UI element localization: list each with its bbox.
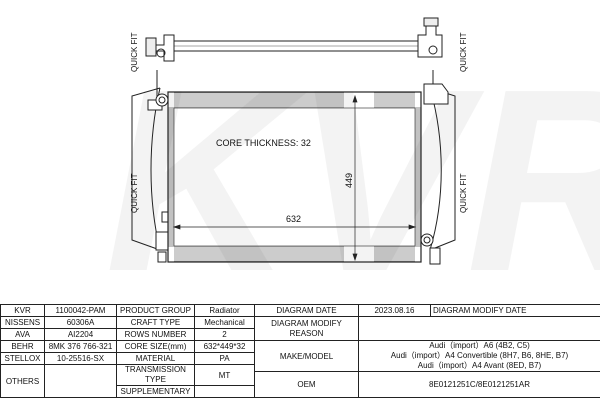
- width-dimension: 632: [286, 214, 301, 224]
- brand-others: OTHERS: [0, 364, 45, 398]
- make-model-label: MAKE/MODEL: [254, 340, 359, 372]
- ava-value: AI2204: [44, 328, 117, 341]
- diagram-date-label: DIAGRAM DATE: [254, 304, 359, 317]
- radiator-core: [167, 91, 422, 263]
- radiator-diagram: KVR: [105, 17, 600, 302]
- nissens-value: 60306A: [44, 316, 117, 329]
- supplementary-label: SUPPLEMENTARY: [116, 385, 195, 398]
- brand-ava: AVA: [0, 328, 45, 341]
- material-value: PA: [194, 352, 255, 365]
- transmission-type-label: TRANSMISSION TYPE: [116, 364, 195, 386]
- oem-value: 8E0121251C/8E0121251AR: [358, 371, 600, 398]
- rows-number-label: ROWS NUMBER: [116, 328, 195, 341]
- dimension-lines: [172, 94, 417, 262]
- kvr-value: 1100042-PAM: [44, 304, 117, 317]
- core-thickness-note: CORE THICKNESS: 32: [216, 138, 311, 148]
- brand-stellox: STELLOX: [0, 352, 45, 365]
- diagram-modify-date-label: DIAGRAM MODIFY DATE: [430, 304, 600, 317]
- craft-type-label: CRAFT TYPE: [116, 316, 195, 329]
- quick-fit-label-mid-right: QUICK FIT: [459, 173, 468, 213]
- material-label: MATERIAL: [116, 352, 195, 365]
- make-model-list: Audi（import）A6 (4B2, C5) Audi（import）A4 …: [358, 340, 600, 372]
- others-value: [44, 364, 117, 398]
- kvr-label: KVR: [0, 304, 45, 317]
- diagram-modify-reason-value: [358, 316, 600, 341]
- right-header-fins: [415, 107, 421, 247]
- diagram-modify-reason-label: DIAGRAM MODIFY REASON: [254, 316, 359, 341]
- core-size-value: 632*449*32: [194, 340, 255, 353]
- behr-value: 8MK 376 766-321: [44, 340, 117, 353]
- craft-type-value: Mechanical: [194, 316, 255, 329]
- top-pipe: [145, 17, 443, 62]
- oem-label: OEM: [254, 371, 359, 398]
- spec-table: KVR 1100042-PAM PRODUCT GROUP Radiator D…: [0, 304, 600, 398]
- stellox-value: 10-25516-SX: [44, 352, 117, 365]
- quick-fit-label-top-left: QUICK FIT: [130, 32, 139, 72]
- left-header-fins: [168, 107, 174, 247]
- quick-fit-label-top-right: QUICK FIT: [459, 32, 468, 72]
- brand-nissens: NISSENS: [0, 316, 45, 329]
- quick-fit-label-mid-left: QUICK FIT: [130, 173, 139, 213]
- height-dimension: 449: [344, 173, 354, 188]
- supplementary-value: [194, 385, 255, 398]
- product-group-value: Radiator: [194, 304, 255, 317]
- rows-number-value: 2: [194, 328, 255, 341]
- bottom-header-fins: [174, 246, 415, 262]
- make-model-item: Audi（import）A4 Convertible (8H7, B6, 8HE…: [390, 351, 569, 360]
- diagram-date-value: 2023.08.16: [358, 304, 431, 317]
- core-size-label: CORE SIZE(mm): [116, 340, 195, 353]
- make-model-item: Audi（import）A6 (4B2, C5): [429, 341, 530, 351]
- kvr-watermark: KVR: [105, 36, 600, 302]
- make-model-item: Audi（import）A4 Avant (8ED, B7): [417, 361, 542, 370]
- fittings: [155, 93, 441, 265]
- top-header-fins: [174, 92, 415, 108]
- product-group-label: PRODUCT GROUP: [116, 304, 195, 317]
- brand-behr: BEHR: [0, 340, 45, 353]
- transmission-type-value: MT: [194, 364, 255, 386]
